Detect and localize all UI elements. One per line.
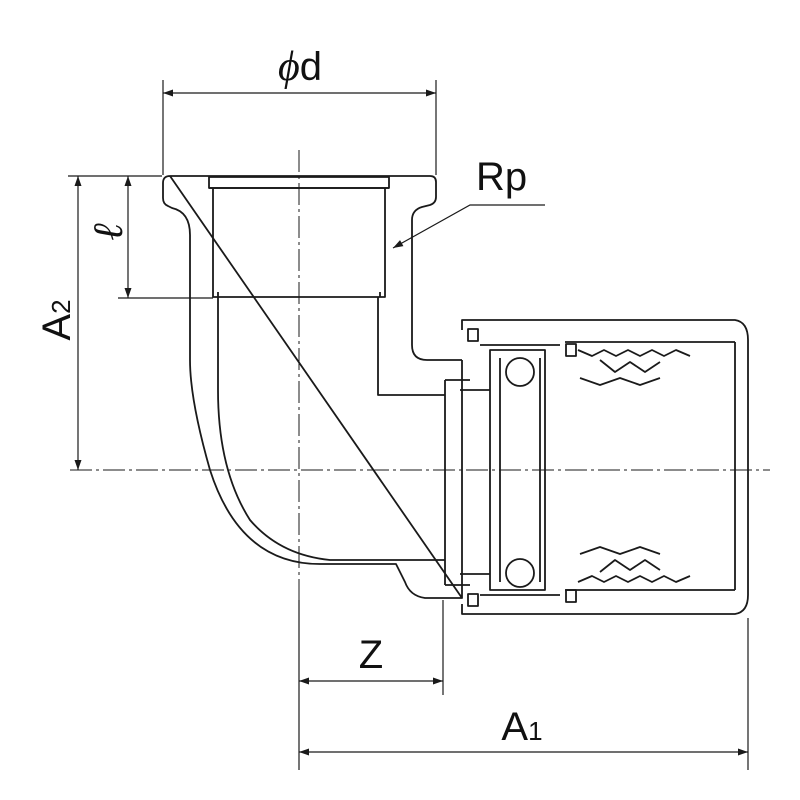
label-a2: A2 (35, 299, 79, 340)
body-outer-outline (162, 175, 463, 599)
pin-upper-right (565, 343, 577, 357)
label-l: ℓ (86, 223, 132, 241)
dimensions (68, 80, 749, 770)
label-phi-d: ϕd (278, 44, 322, 90)
o-ring-lower (505, 558, 535, 588)
grip-teeth-upper (577, 349, 691, 386)
pin-lower-right (565, 589, 577, 603)
dimension-labels: ϕd Rp ℓ A2 Z A1 (35, 44, 543, 749)
outlet-bore (444, 379, 490, 586)
centerlines (70, 150, 770, 600)
fitting-body (162, 175, 490, 599)
pin-upper-left (467, 328, 479, 342)
inner-passage (217, 297, 445, 561)
nut-inner (565, 341, 736, 591)
rp-leader (392, 204, 545, 249)
sleeve-ring (480, 344, 560, 596)
o-ring-upper (505, 357, 535, 387)
pin-lower-left (467, 593, 479, 607)
nut-outline (461, 319, 749, 615)
label-rp: Rp (476, 155, 527, 199)
grip-teeth-lower (577, 546, 691, 583)
label-z: Z (359, 633, 383, 677)
union-nut (461, 319, 749, 615)
label-a1: A1 (501, 705, 542, 749)
